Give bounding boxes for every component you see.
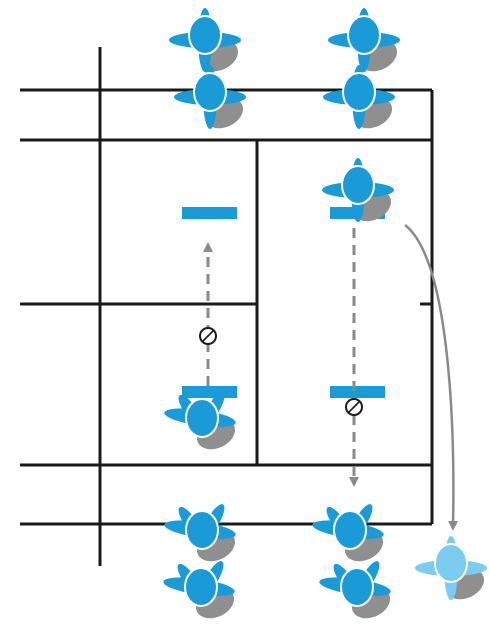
player-mid-left [162,388,242,457]
arrow [404,224,459,531]
player-bottom-right-1 [310,500,390,569]
player-top-left-1 [168,7,245,79]
player-top-left-2 [173,64,250,136]
player-destination [414,535,490,607]
player-bottom-left-2 [161,557,241,625]
player-bottom-right-2 [317,557,397,625]
target-bar [330,386,385,398]
target-bar [182,207,237,219]
player-top-right-2 [322,64,399,136]
ball-icon [199,327,217,345]
target-bar [182,386,237,398]
player-top-right-1 [327,7,404,79]
court-lines [20,47,434,566]
player-bottom-left-1 [162,500,242,569]
ball-icon [345,398,363,416]
